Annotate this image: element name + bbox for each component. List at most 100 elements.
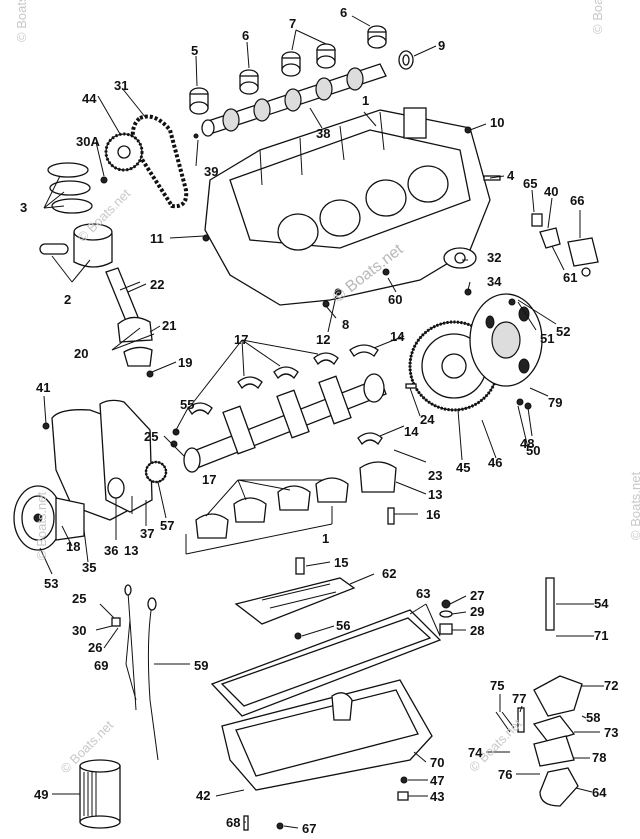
callout-13: 13 [428,487,442,502]
callout-15: 15 [334,555,348,570]
callout-26: 26 [88,640,102,655]
callout-14: 14 [404,424,419,439]
callout-77: 77 [512,691,526,706]
callout-10: 10 [490,115,504,130]
oil-filter [79,759,121,829]
callout-78: 78 [592,750,606,765]
oil-pump [495,577,583,807]
main-bearing-caps [185,461,397,555]
cam-bearings [189,25,414,115]
piston-and-pin [39,223,113,268]
callout-57: 57 [160,518,174,533]
callout-4: 4 [507,168,515,183]
callout-28: 28 [470,623,484,638]
callout-68: 68 [226,815,240,830]
callout-labels: 6 7 6 5 9 44 31 30A 3 1 38 39 10 4 11 65… [20,5,618,836]
callout-40: 40 [544,184,558,199]
callout-34: 34 [487,274,502,289]
callout-32: 32 [487,250,501,265]
callout-16: 16 [426,507,440,522]
callout-50: 50 [526,443,540,458]
callout-46: 46 [488,455,502,470]
callout-74: 74 [468,745,483,760]
connecting-rod [105,267,153,367]
callout-12: 12 [316,332,330,347]
callout-30: 30 [72,623,86,638]
callout-43: 43 [430,789,444,804]
watermark-mid-right: © Boats.net [628,471,640,540]
callout-52: 52 [556,324,570,339]
callout-39: 39 [204,164,218,179]
callout-25: 25 [72,591,86,606]
callout-76: 76 [498,767,512,782]
callout-9: 9 [438,38,445,53]
callout-51: 51 [540,331,554,346]
callout-3: 3 [20,200,27,215]
callout-75: 75 [490,678,504,693]
leader-lines [39,15,604,829]
callout-20: 20 [74,346,88,361]
callout-37: 37 [140,526,154,541]
callout-30A: 30A [76,134,100,149]
callout-56: 56 [336,618,350,633]
callout-25: 25 [144,429,158,444]
callout-1: 1 [362,93,369,108]
callout-31: 31 [114,78,128,93]
callout-63: 63 [416,586,430,601]
callout-13: 13 [124,543,138,558]
callout-17: 17 [234,332,248,347]
callout-36: 36 [104,543,118,558]
windage-tray [234,557,356,640]
callout-24: 24 [420,412,435,427]
callout-70: 70 [430,755,444,770]
callout-27: 27 [470,588,484,603]
callout-54: 54 [594,596,609,611]
camshaft [201,63,387,137]
callout-53: 53 [44,576,58,591]
callout-8: 8 [342,317,349,332]
callout-79: 79 [548,395,562,410]
callout-67: 67 [302,821,316,836]
oil-pan [221,679,433,791]
callout-72: 72 [604,678,618,693]
callout-2: 2 [64,292,71,307]
engine-block [204,107,491,306]
flywheel [408,320,500,412]
oil-pan-gasket [210,609,442,717]
watermark-top-left: © Boats.net [14,0,29,42]
callout-5: 5 [191,43,198,58]
harmonic-balancer [13,485,85,551]
callout-29: 29 [470,604,484,619]
callout-6: 6 [340,5,347,20]
callout-21: 21 [162,318,176,333]
dipstick [111,584,159,761]
callout-1: 1 [322,531,329,546]
callout-23: 23 [428,468,442,483]
callout-18: 18 [66,539,80,554]
callout-35: 35 [82,560,96,575]
callout-48: 48 [520,436,534,451]
callout-6: 6 [242,28,249,43]
piston-rings [47,162,93,214]
timing-chain-and-gear [104,114,189,209]
callout-19: 19 [178,355,192,370]
small-fasteners [42,126,532,831]
callout-66: 66 [570,193,584,208]
watermark-top-right: © Boats.net [590,0,605,34]
callout-61: 61 [563,270,577,285]
callout-59: 59 [194,658,208,673]
callout-73: 73 [604,725,618,740]
callout-58: 58 [586,710,600,725]
callout-60: 60 [388,292,402,307]
callout-45: 45 [456,460,470,475]
callout-64: 64 [592,785,607,800]
watermark-mid-left: © Boats.net [34,491,49,560]
callout-65: 65 [523,176,537,191]
callout-22: 22 [150,277,164,292]
right-side-sensors [382,213,599,296]
callout-41: 41 [36,380,50,395]
callout-71: 71 [594,628,608,643]
callout-47: 47 [430,773,444,788]
